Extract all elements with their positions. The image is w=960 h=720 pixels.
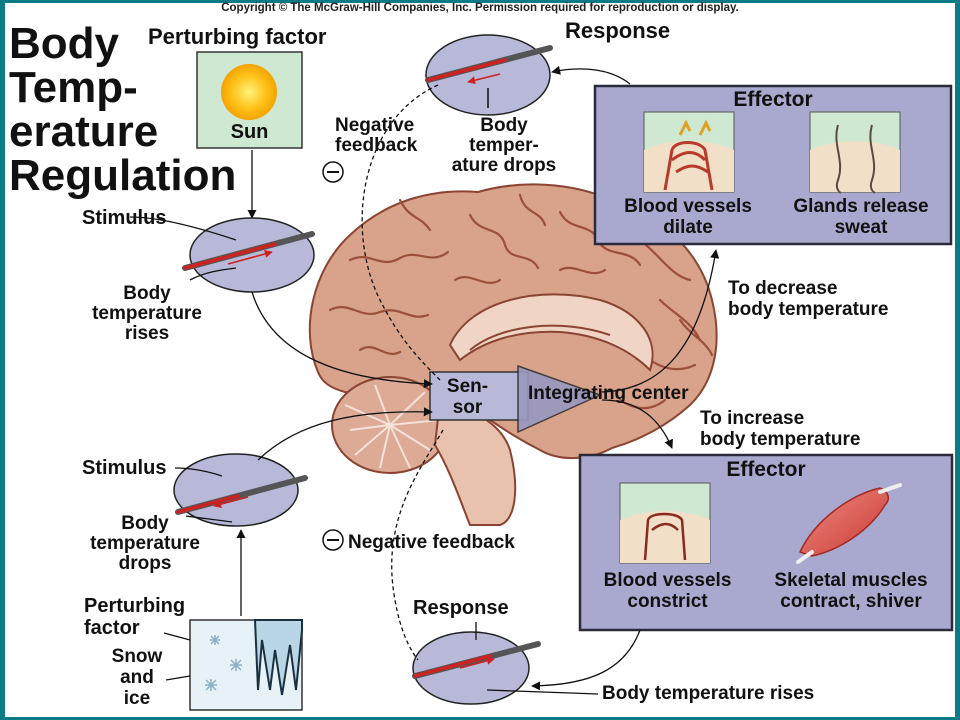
snowflake-icon: [205, 635, 242, 691]
negative-feedback-label-bottom: Negative feedback: [348, 532, 515, 553]
sun-icon: [221, 64, 277, 120]
response-label-bottom: Response: [413, 597, 509, 619]
frame-right: [955, 0, 960, 720]
copyright-notice: Copyright © The McGraw-Hill Companies, I…: [221, 2, 739, 14]
blood-vessel-constricted-icon: [643, 512, 687, 561]
integrating-center-label: Integrating center: [528, 383, 689, 404]
perturbing-factor-label-top: Perturbing factor: [148, 24, 327, 49]
title-line-3: erature: [9, 107, 159, 156]
response-label-top: Response: [565, 18, 671, 43]
sensor-integrating-shapes: [429, 364, 603, 434]
title-line-4: Regulation: [9, 151, 237, 200]
sun-panel: [196, 51, 303, 149]
negative-feedback-label-top: Negative feedback: [335, 115, 418, 156]
corpus-callosum: [448, 293, 654, 372]
to-decrease-label: To decrease body temperature: [728, 278, 889, 320]
frame-left: [0, 0, 5, 720]
cerebellum: [331, 376, 449, 474]
stimulus-label-top: Stimulus: [82, 207, 167, 229]
perturbing-factor-label-bottom: Perturbing factor: [84, 595, 186, 639]
sensor-label: Sen- sor: [446, 376, 489, 418]
body-temperature-rises-label: Body temperature rises: [92, 283, 202, 344]
effector-bottom-box: [578, 453, 954, 632]
effector-top-box: [593, 84, 953, 246]
brain-illustration: [308, 183, 718, 526]
skeletal-muscles-label: Skeletal muscles contract, shiver: [774, 570, 928, 612]
stimulus-oval-bottom: [173, 453, 308, 527]
sun-label: Sun: [230, 121, 269, 143]
snow-ice-panel: [189, 619, 303, 711]
blood-vessels-dilate-label: Blood vessels dilate: [624, 196, 752, 238]
to-increase-label: To increase body temperature: [700, 408, 861, 450]
response-oval-top: [425, 34, 553, 116]
title-line-2: Temp-: [9, 63, 138, 112]
frame-top: [0, 0, 960, 3]
body-temperature-drops-label-bottom: Body temperature drops: [90, 513, 200, 574]
feedback-dashed-lines: [361, 84, 444, 661]
blood-vessels-constrict-label: Blood vessels constrict: [603, 570, 732, 612]
body-temperature-rises-label-bottom: Body temperature rises: [602, 683, 815, 704]
stimulus-label-bottom: Stimulus: [82, 457, 167, 479]
title-line-1: Body: [9, 19, 119, 68]
stimulus-oval-top: [182, 217, 315, 293]
response-oval-bottom: [412, 631, 541, 705]
frame-bottom: [0, 717, 960, 720]
glands-release-sweat-label: Glands release sweat: [793, 196, 929, 238]
body-temperature-drops-label-top: Body temper- ature drops: [451, 115, 557, 176]
page-title: Body Temp- erature Regulation: [9, 22, 236, 198]
muscle-icon: [796, 483, 902, 564]
connection-lines: [129, 65, 720, 695]
blood-vessel-dilated-icon: [663, 141, 714, 191]
effector-bottom-title: Effector: [726, 458, 806, 481]
effector-top-title: Effector: [733, 88, 813, 111]
snow-and-ice-label: Snow and ice: [111, 646, 163, 709]
